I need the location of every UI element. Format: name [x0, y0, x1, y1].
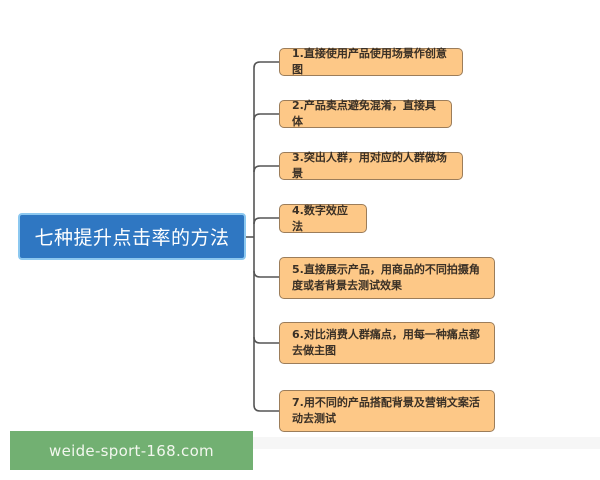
central-topic-label: 七种提升点击率的方法	[34, 227, 230, 249]
watermark-text: weide-sport-168.com	[49, 441, 214, 460]
branch-label: 6.对比消费人群痛点，用每一种痛点都去做主图	[292, 328, 480, 357]
branch-label: 1.直接使用产品使用场景作创意图	[292, 47, 447, 76]
watermark-banner: weide-sport-168.com	[10, 431, 253, 470]
branch-label: 3.突出人群，用对应的人群做场景	[292, 151, 447, 180]
branch-node-2[interactable]: 2.产品卖点避免混淆，直接具体	[279, 99, 452, 128]
branch-label: 4.数字效应法	[292, 203, 348, 233]
branch-node-7[interactable]: 7.用不同的产品搭配背景及营销文案活动去测试	[279, 390, 495, 432]
branch-node-1[interactable]: 1.直接使用产品使用场景作创意图	[279, 47, 463, 76]
central-topic[interactable]: 七种提升点击率的方法	[18, 213, 246, 260]
branch-node-3[interactable]: 3.突出人群，用对应的人群做场景	[279, 151, 463, 180]
branch-node-6[interactable]: 6.对比消费人群痛点，用每一种痛点都去做主图	[279, 322, 495, 364]
branch-node-4[interactable]: 4.数字效应法	[279, 204, 367, 233]
branch-label: 2.产品卖点避免混淆，直接具体	[292, 99, 436, 128]
branch-label: 7.用不同的产品搭配背景及营销文案活动去测试	[292, 396, 480, 425]
branch-node-5[interactable]: 5.直接展示产品，用商品的不同拍摄角度或者背景去测试效果	[279, 257, 495, 299]
divider-strip	[252, 437, 600, 449]
branch-label: 5.直接展示产品，用商品的不同拍摄角度或者背景去测试效果	[292, 263, 480, 292]
